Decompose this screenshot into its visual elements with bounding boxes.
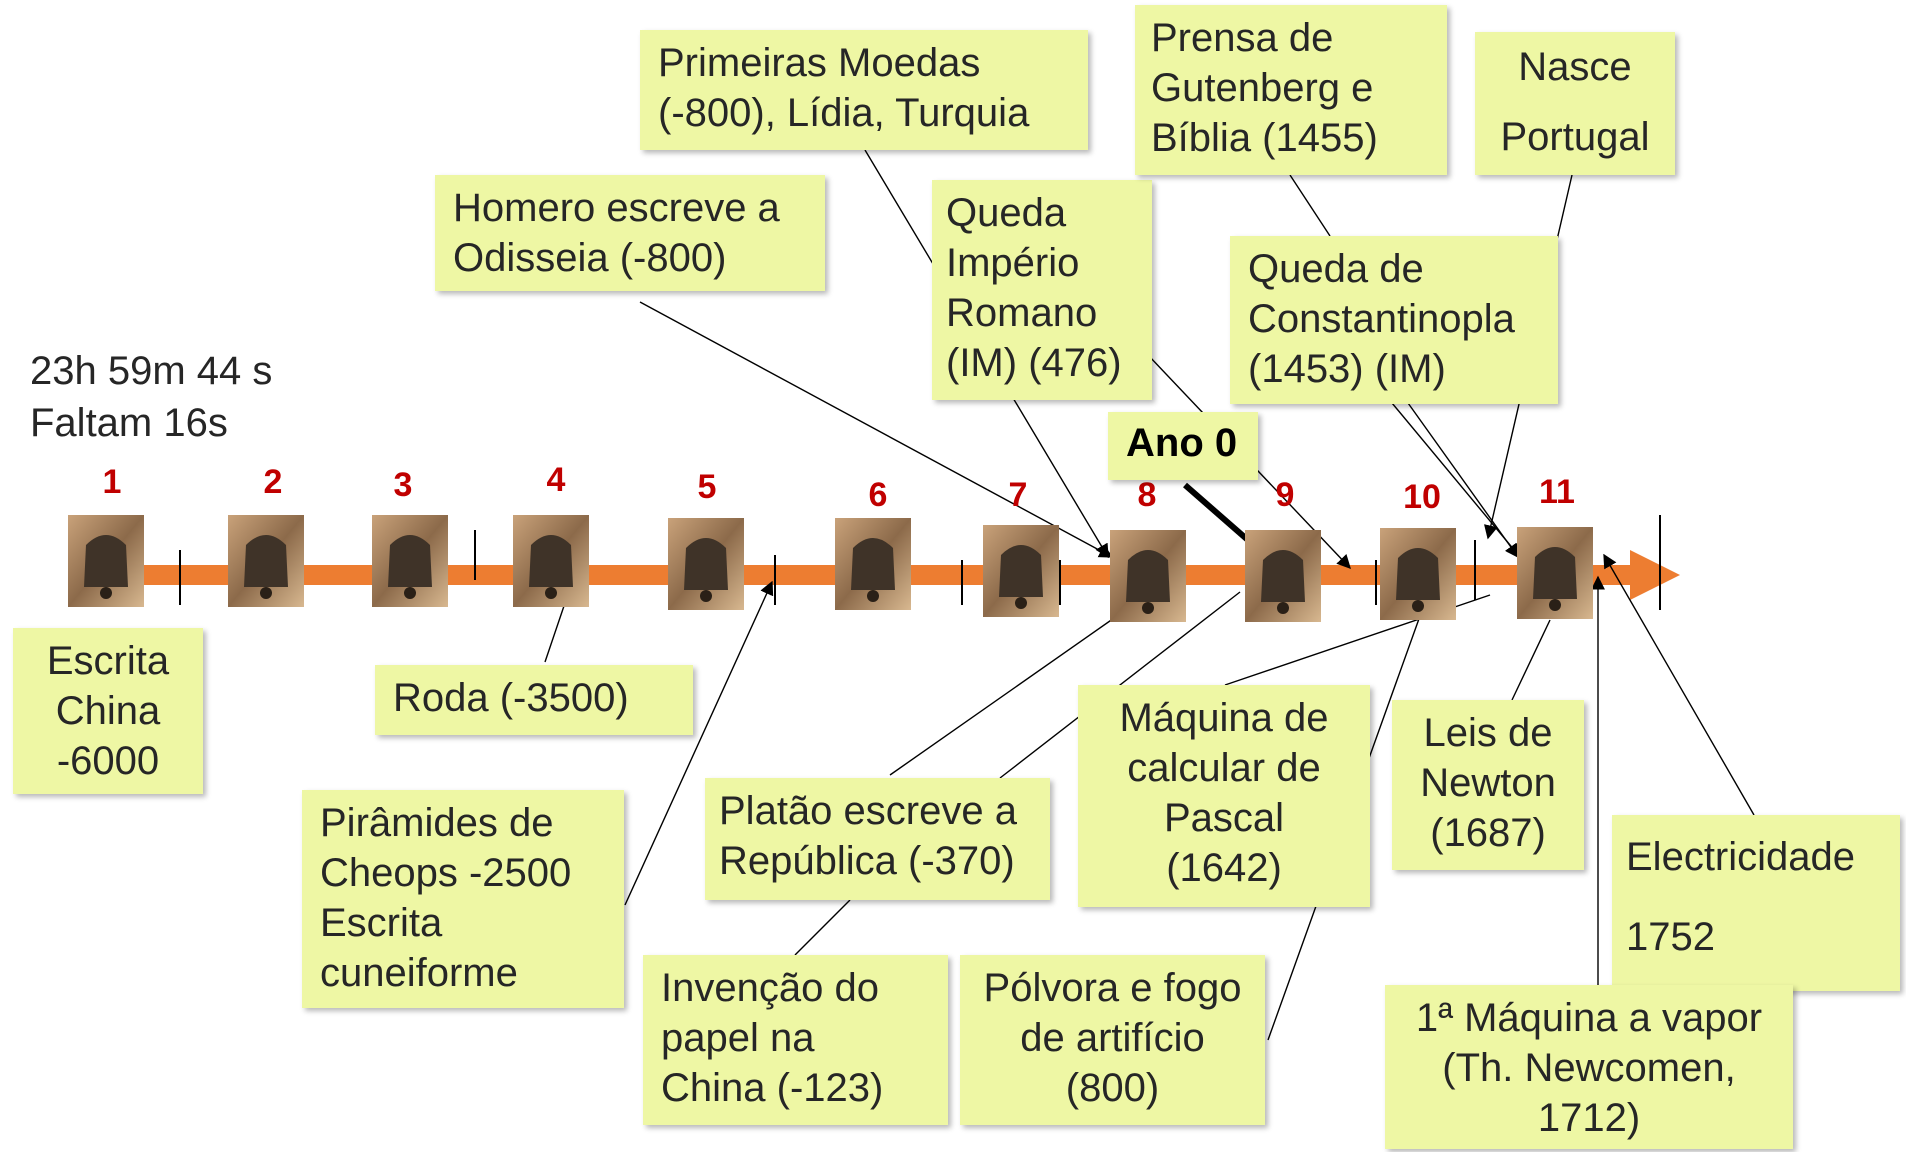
timeline-number-2: 2 (263, 463, 283, 501)
event-gutenberg: Prensa de Gutenberg e Bíblia (1455) (1135, 5, 1447, 175)
event-platao: Platão escreve a República (-370) (705, 778, 1050, 900)
bell-icon (835, 518, 911, 610)
event-newton: Leis de Newton (1687) (1392, 700, 1584, 870)
event-roda: Roda (-3500) (375, 665, 693, 735)
timeline-number-7: 7 (1008, 476, 1028, 514)
event-constantinopla: Queda de Constantinopla (1453) (IM) (1230, 236, 1558, 404)
event-escrita-china: Escrita China -6000 (13, 628, 203, 794)
event-primeiras-moedas: Primeiras Moedas (-800), Lídia, Turquia (640, 30, 1088, 150)
bell-icon (1110, 530, 1186, 622)
event-papel: Invenção do papel na China (-123) (643, 955, 948, 1125)
bell-icon (1380, 528, 1456, 620)
timeline-number-3: 3 (393, 466, 413, 504)
clock-remaining: Faltam 16s (30, 401, 228, 445)
timeline-number-4: 4 (546, 461, 566, 499)
bell-icon (513, 515, 589, 607)
event-nasce-portugal: Nasce Portugal (1475, 32, 1675, 175)
event-pascal: Máquina de calcular de Pascal (1642) (1078, 685, 1370, 907)
event-electricidade: Electricidade 1752 (1612, 815, 1900, 991)
event-piramides: Pirâmides de Cheops -2500 Escrita cuneif… (302, 790, 624, 1008)
timeline-number-1: 1 (102, 463, 122, 501)
event-polvora: Pólvora e fogo de artifício (800) (960, 955, 1265, 1125)
event-maquina-vapor: 1ª Máquina a vapor (Th. Newcomen, 1712) (1385, 985, 1793, 1149)
connector-lines (544, 149, 1755, 1041)
event-homero: Homero escreve a Odisseia (-800) (435, 175, 825, 291)
bell-icon (68, 515, 144, 607)
timeline-number-9: 9 (1275, 476, 1295, 514)
bell-icon (1245, 530, 1321, 622)
bell-icon (1517, 527, 1593, 619)
bell-icon (668, 518, 744, 610)
year-zero-label: Ano 0 (1108, 412, 1258, 480)
bell-icon (228, 515, 304, 607)
timeline-number-6: 6 (868, 476, 888, 514)
clock-readout: 23h 59m 44 s Faltam 16s (30, 345, 272, 449)
clock-time: 23h 59m 44 s (30, 349, 273, 393)
timeline-number-5: 5 (697, 468, 717, 506)
event-queda-imperio-romano: Queda Império Romano (IM) (476) (932, 180, 1152, 400)
timeline-number-8: 8 (1137, 476, 1157, 514)
bell-icon (983, 525, 1059, 617)
timeline-number-10: 10 (1403, 478, 1441, 516)
bell-icon (372, 515, 448, 607)
timeline-number-11: 11 (1539, 473, 1575, 511)
